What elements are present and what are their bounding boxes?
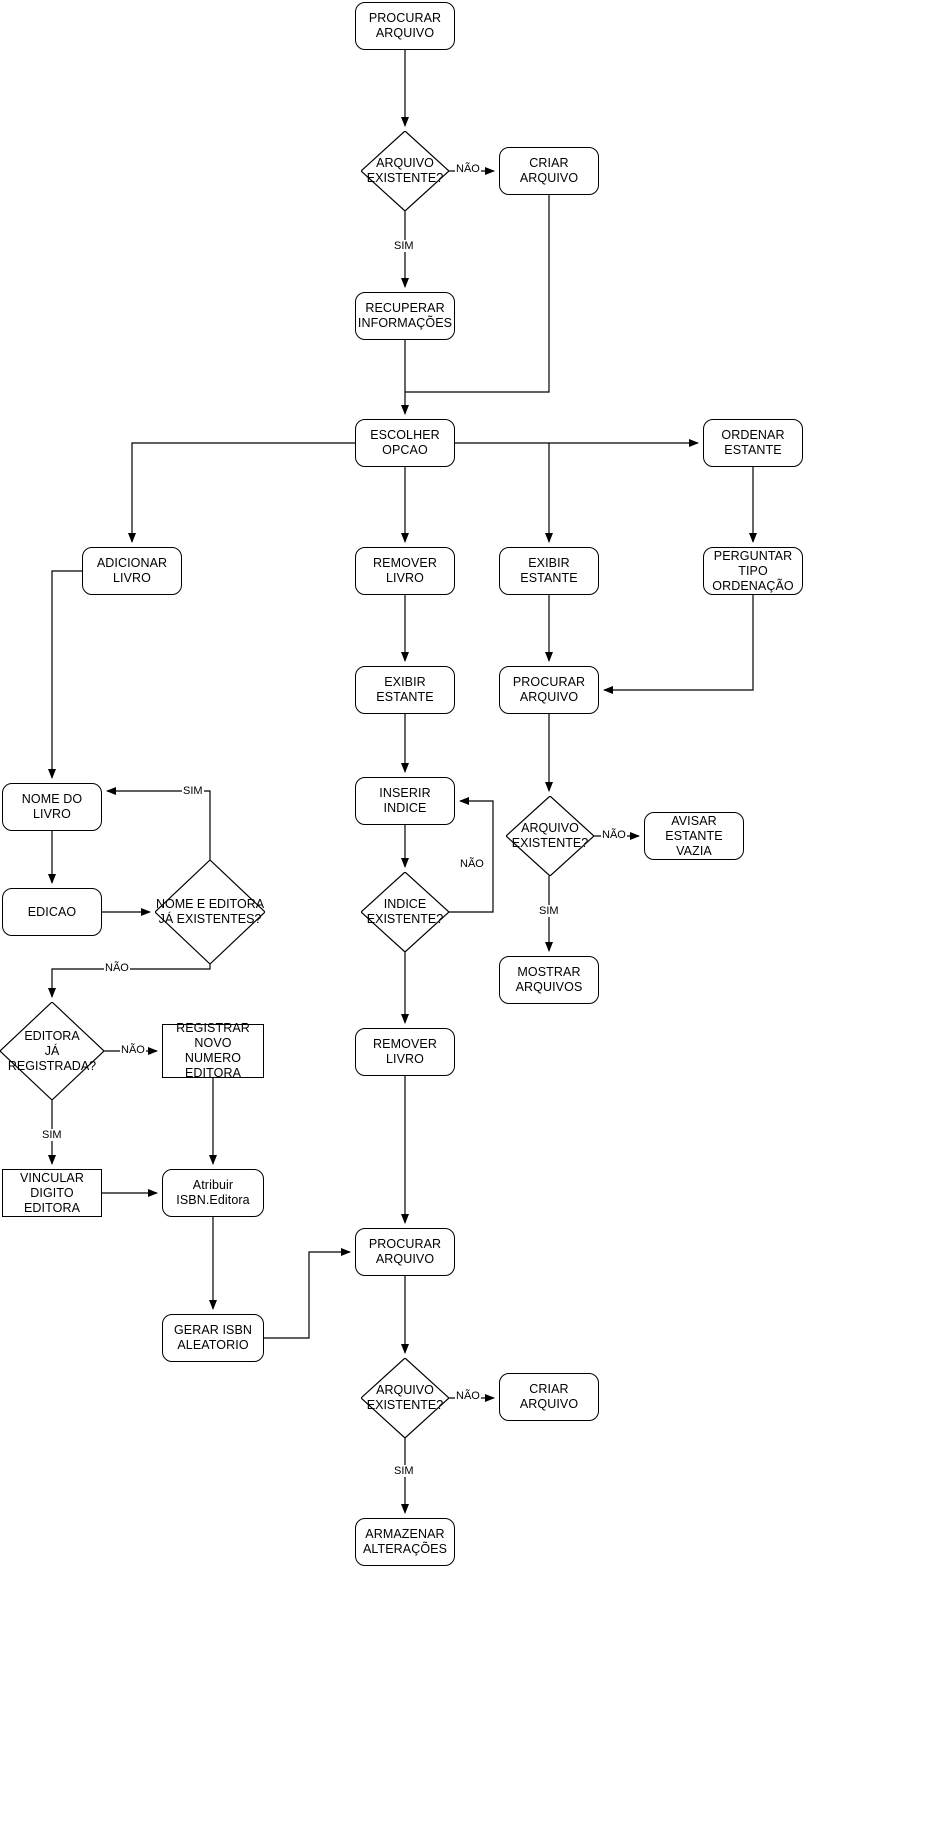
node-procurar-arquivo-2[interactable]: PROCURAR ARQUIVO	[499, 666, 599, 714]
node-label: RECUPERAR INFORMAÇÕES	[357, 301, 453, 330]
node-procurar-arquivo-1[interactable]: PROCURAR ARQUIVO	[355, 2, 455, 50]
node-label: INDICE EXISTENTE?	[366, 897, 444, 926]
node-label: PROCURAR ARQUIVO	[368, 11, 442, 40]
node-remover-livro-2[interactable]: REMOVER LIVRO	[355, 1028, 455, 1076]
node-atribuir-isbn-editora[interactable]: Atribuir ISBN.Editora	[162, 1169, 264, 1217]
node-label: ESCOLHER OPCAO	[370, 428, 440, 457]
node-label: ARQUIVO EXISTENTE?	[366, 1383, 444, 1412]
node-criar-arquivo-1[interactable]: CRIAR ARQUIVO	[499, 147, 599, 195]
edge-label-sim-2: SIM	[182, 785, 204, 797]
node-remover-livro-1[interactable]: REMOVER LIVRO	[355, 547, 455, 595]
edge-adicionar-to-nome	[48, 570, 82, 779]
node-label: EXIBIR ESTANTE	[376, 675, 434, 704]
edge-indiceexist-nao	[449, 797, 494, 913]
diamond-shape	[0, 1002, 104, 1100]
edge-nomeeditora-nao	[48, 964, 211, 998]
node-vincular-digito-editora[interactable]: VINCULAR DIGITO EDITORA	[2, 1169, 102, 1217]
node-label: ARQUIVO EXISTENTE?	[366, 156, 444, 185]
node-criar-arquivo-2[interactable]: CRIAR ARQUIVO	[499, 1373, 599, 1421]
node-label: EXIBIR ESTANTE	[520, 556, 578, 585]
edge-escolher-to-adicionar	[128, 442, 355, 543]
diamond-shape	[361, 1358, 449, 1438]
node-inserir-indice[interactable]: INSERIR INDICE	[355, 777, 455, 825]
node-mostrar-arquivos[interactable]: MOSTRAR ARQUIVOS	[499, 956, 599, 1004]
node-label: PROCURAR ARQUIVO	[512, 675, 586, 704]
edge-nomeeditora-sim	[106, 787, 211, 860]
diamond-shape	[361, 872, 449, 952]
node-label: ADICIONAR LIVRO	[96, 556, 168, 585]
node-label: ARQUIVO EXISTENTE?	[511, 821, 589, 850]
node-registrar-novo-numero-editora[interactable]: REGISTRAR NOVO NUMERO EDITORA	[162, 1021, 264, 1080]
node-label: PROCURAR ARQUIVO	[368, 1237, 442, 1266]
node-nome-e-editora-ja-existentes[interactable]: NOME E EDITORA JÁ EXISTENTES?	[155, 860, 265, 964]
node-label: VINCULAR DIGITO EDITORA	[19, 1170, 84, 1215]
node-escolher-opcao[interactable]: ESCOLHER OPCAO	[355, 419, 455, 467]
edge-label-nao-3: NÃO	[601, 829, 627, 841]
edge-label-sim-4: SIM	[41, 1129, 63, 1141]
node-avisar-estante-vazia[interactable]: AVISAR ESTANTE VAZIA	[644, 812, 744, 860]
node-label: Atribuir ISBN.Editora	[176, 1178, 250, 1207]
node-label: REMOVER LIVRO	[373, 556, 437, 585]
node-label: ARMAZENAR ALTERAÇÕES	[362, 1527, 448, 1556]
node-label: REMOVER LIVRO	[373, 1037, 437, 1066]
node-arquivo-existente-2[interactable]: ARQUIVO EXISTENTE?	[506, 796, 594, 876]
edge-label-nao-1: NÃO	[455, 163, 481, 175]
diamond-shape	[155, 860, 265, 964]
node-exibir-estante-right[interactable]: EXIBIR ESTANTE	[499, 547, 599, 595]
node-label: NOME E EDITORA JÁ EXISTENTES?	[155, 897, 265, 926]
edge-label-sim-1: SIM	[393, 240, 415, 252]
node-perguntar-tipo-ordenacao[interactable]: PERGUNTAR TIPO ORDENAÇÃO	[703, 547, 803, 595]
edge-label-nao-2: NÃO	[459, 858, 485, 870]
node-editora-ja-registrada[interactable]: EDITORA JÁ REGISTRADA?	[0, 1002, 104, 1100]
node-adicionar-livro[interactable]: ADICIONAR LIVRO	[82, 547, 182, 595]
node-indice-existente[interactable]: INDICE EXISTENTE?	[361, 872, 449, 952]
diamond-shape	[506, 796, 594, 876]
node-arquivo-existente-3[interactable]: ARQUIVO EXISTENTE?	[361, 1358, 449, 1438]
node-label: PERGUNTAR TIPO ORDENAÇÃO	[712, 548, 794, 593]
node-label: CRIAR ARQUIVO	[519, 156, 579, 185]
edge-label-nao-4: NÃO	[104, 962, 130, 974]
node-label: GERAR ISBN ALEATORIO	[173, 1323, 253, 1352]
node-label: CRIAR ARQUIVO	[519, 1382, 579, 1411]
node-ordenar-estante[interactable]: ORDENAR ESTANTE	[703, 419, 803, 467]
node-label: REGISTRAR NOVO NUMERO EDITORA	[176, 1021, 250, 1080]
edge-label-sim-3: SIM	[538, 905, 560, 917]
node-edicao[interactable]: EDICAO	[2, 888, 102, 936]
node-arquivo-existente-1[interactable]: ARQUIVO EXISTENTE?	[361, 131, 449, 211]
node-gerar-isbn-aleatorio[interactable]: GERAR ISBN ALEATORIO	[162, 1314, 264, 1362]
node-label: EDITORA JÁ REGISTRADA?	[7, 1028, 97, 1073]
node-label: EDICAO	[27, 904, 77, 919]
edge-label-nao-6: NÃO	[455, 1390, 481, 1402]
node-label: NOME DO LIVRO	[21, 792, 83, 821]
node-label: INSERIR INDICE	[379, 786, 431, 815]
node-armazenar-alteracoes[interactable]: ARMAZENAR ALTERAÇÕES	[355, 1518, 455, 1566]
edge-perguntar-to-procurar2	[603, 595, 754, 694]
edge-label-nao-5: NÃO	[120, 1044, 146, 1056]
node-label: MOSTRAR ARQUIVOS	[515, 965, 583, 994]
edge-label-sim-5: SIM	[393, 1465, 415, 1477]
node-recuperar-informacoes[interactable]: RECUPERAR INFORMAÇÕES	[355, 292, 455, 340]
diamond-shape	[361, 131, 449, 211]
node-nome-do-livro[interactable]: NOME DO LIVRO	[2, 783, 102, 831]
node-label: AVISAR ESTANTE VAZIA	[665, 813, 723, 858]
edge-gerar-to-procurar3	[264, 1248, 351, 1339]
node-exibir-estante-middle[interactable]: EXIBIR ESTANTE	[355, 666, 455, 714]
node-label: ORDENAR ESTANTE	[721, 428, 785, 457]
node-procurar-arquivo-3[interactable]: PROCURAR ARQUIVO	[355, 1228, 455, 1276]
